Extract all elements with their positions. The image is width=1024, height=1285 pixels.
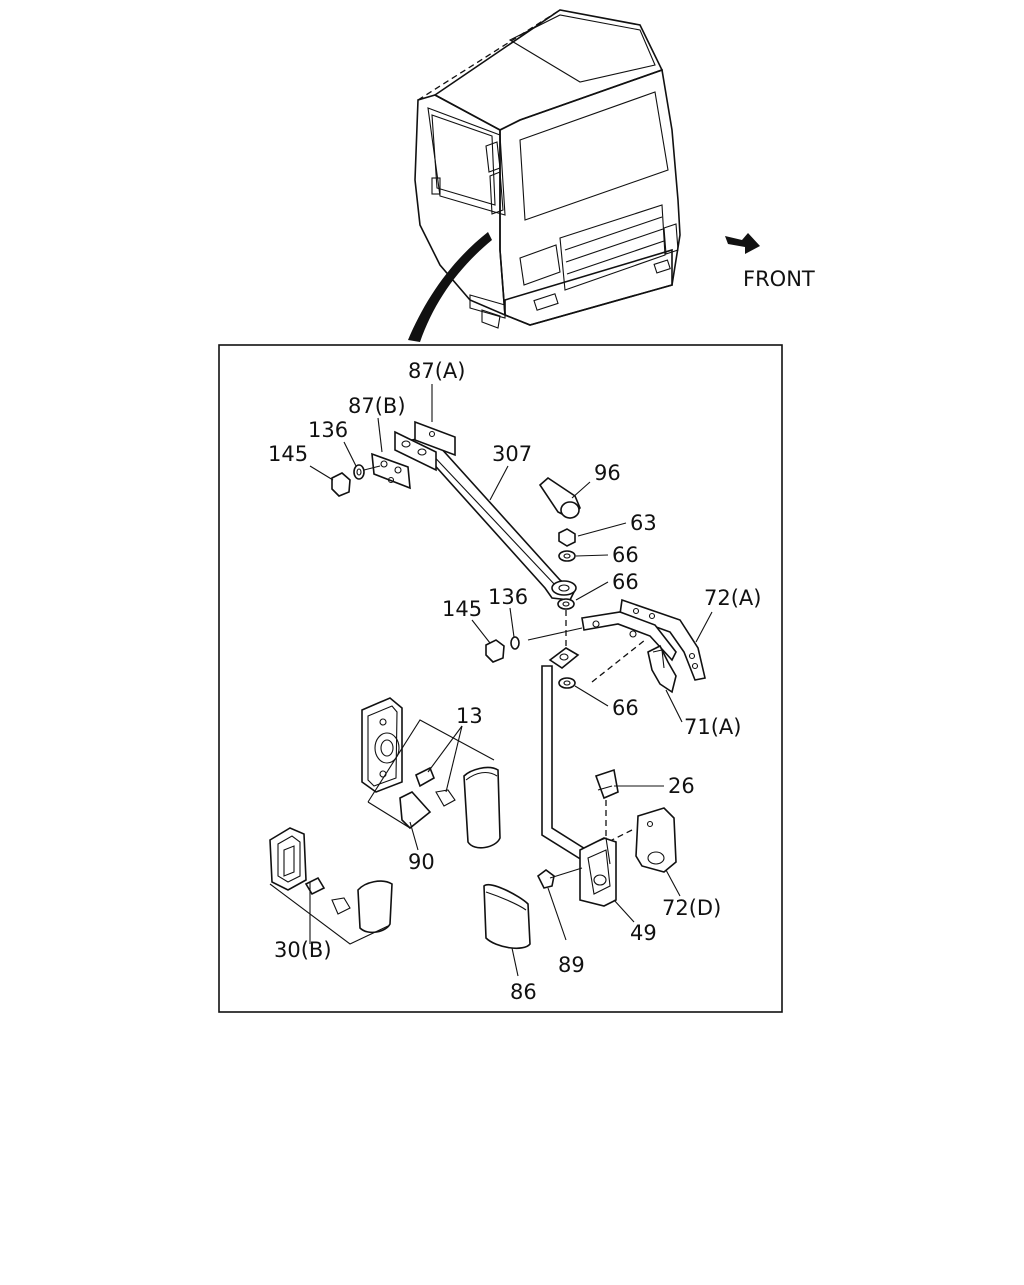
gasket-72d [635,807,677,873]
leader-lines [309,384,713,977]
callout-49: 49 [630,921,657,945]
callout-66-b: 66 [612,570,639,594]
mirror-30b [269,827,307,891]
washer-136-top [353,464,365,480]
callout-136-mid: 136 [488,585,528,609]
clip-13 [415,766,456,807]
front-arrow-icon [725,233,760,254]
callout-145-mid: 145 [442,597,482,621]
callout-96: 96 [594,461,621,485]
upper-stay-307 [410,435,577,601]
mount-arc [581,611,677,662]
bracket-90 [399,791,432,830]
clip-30b [304,876,351,915]
callout-89: 89 [558,953,585,977]
bracket-26 [594,768,619,800]
nut-145-mid [485,639,505,663]
cover-30b [357,880,393,934]
callout-13: 13 [456,704,483,728]
callout-90: 90 [408,850,435,874]
callout-63: 63 [630,511,657,535]
front-label: FRONT [743,267,815,291]
callout-72d: 72(D) [662,896,721,920]
callout-66-c: 66 [612,696,639,720]
washer-136-mid [510,636,520,650]
bolt-89 [536,867,583,889]
callout-30b: 30(B) [274,938,332,962]
callout-87b: 87(B) [348,394,406,418]
callout-71a: 71(A) [684,715,741,739]
callout-307: 307 [492,442,532,466]
washer-66-a [558,550,576,562]
callout-145-top: 145 [268,442,308,466]
callout-26: 26 [668,774,695,798]
callout-86: 86 [510,980,537,1004]
truck-cab-illustration [408,9,681,342]
callout-136-top: 136 [308,418,348,442]
mirror-13 [361,697,403,793]
nut-145-top [331,472,351,497]
lower-bracket-49 [579,837,617,907]
nut-63 [558,528,576,547]
callout-72a: 72(A) [704,586,761,610]
cover-13 [463,766,501,849]
washer-66-b [557,598,575,610]
detail-frame [218,344,783,1013]
bracket-71a [647,644,677,694]
plate-87-holes [394,430,437,472]
callout-87a: 87(A) [408,359,465,383]
bulb-96 [538,476,581,519]
bracket-87a [414,420,456,457]
washer-66-c [558,677,576,689]
callout-66-a: 66 [612,543,639,567]
bracket-87b [371,452,411,490]
cover-86 [483,883,531,950]
